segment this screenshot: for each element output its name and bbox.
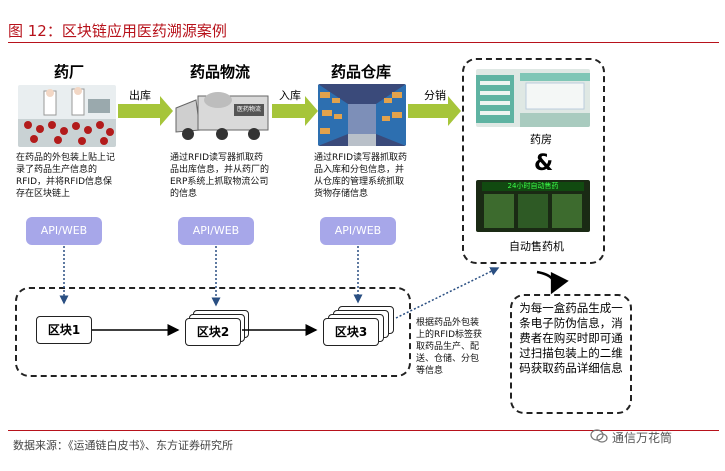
stage-title-factory: 药厂	[54, 63, 85, 81]
factory-image	[18, 85, 116, 147]
stage-desc-factory: 在药品的外包装上贴上记录了药品生产信息的RFID，并将RFID信息保存在区块链上	[16, 153, 116, 199]
rfid-info-text: 根据药品外包装上的RFID标签获取药品生产、配送、仓储、分包等信息	[416, 318, 483, 376]
api-web-box-warehouse: API/WEB	[320, 217, 396, 245]
figure-title: 图 12：区块链应用医药溯源案例	[8, 22, 227, 40]
flow-label-out: 出库	[129, 89, 151, 102]
vending-machine-image: 24小时自动售药	[476, 180, 590, 232]
pharmacy-label: 药房	[530, 133, 552, 146]
stage-desc-logistics: 通过RFID读写器抓取药品出库信息，并从药厂的ERP系统上抓取物流公司的信息	[170, 153, 270, 199]
flow-label-distribution: 分销	[424, 89, 446, 102]
flow-label-in: 入库	[279, 89, 301, 102]
api-web-box-factory: API/WEB	[26, 217, 102, 245]
blockchain-group-box	[15, 287, 411, 377]
vending-sign-text: 24小时自动售药	[507, 182, 559, 190]
source-divider	[8, 430, 719, 431]
arrow-distribution	[408, 96, 461, 126]
block-2: 区块2	[185, 318, 241, 346]
stage-title-logistics: 药品物流	[190, 63, 251, 81]
anti-counterfeit-info-box: 为每一盒药品生成一条电子防伪信息，消费者在购买时即可通过扫描包装上的二维码获取药…	[510, 294, 632, 414]
truck-image: 医药物流	[172, 86, 272, 146]
brand-watermark: 通信万花筒	[612, 431, 673, 445]
pharmacy-image	[476, 69, 590, 127]
wechat-icon	[590, 428, 608, 448]
truck-sign-text: 医药物流	[236, 106, 261, 113]
vending-machine-label: 自动售药机	[509, 240, 564, 253]
api-web-box-logistics: API/WEB	[178, 217, 254, 245]
pharmacy-group-box	[462, 58, 605, 264]
source-note: 数据来源：《运通链白皮书》、东方证券研究所	[13, 439, 233, 452]
pharmacy-to-info-curved-arrow	[536, 270, 569, 295]
stage-desc-warehouse: 通过RFID读写器抓取药品入库和分包信息，并从仓库的管理系统抓取货物存储信息	[314, 153, 408, 199]
block-1: 区块1	[36, 316, 92, 344]
blockchain-to-pharmacy-line	[395, 267, 500, 319]
ampersand: &	[534, 151, 554, 176]
block-3: 区块3	[323, 318, 379, 346]
arrow-out-of-factory	[118, 96, 173, 126]
arrow-into-warehouse	[272, 96, 318, 126]
title-divider	[8, 42, 719, 43]
warehouse-image	[318, 84, 406, 146]
stage-title-warehouse: 药品仓库	[331, 63, 392, 81]
